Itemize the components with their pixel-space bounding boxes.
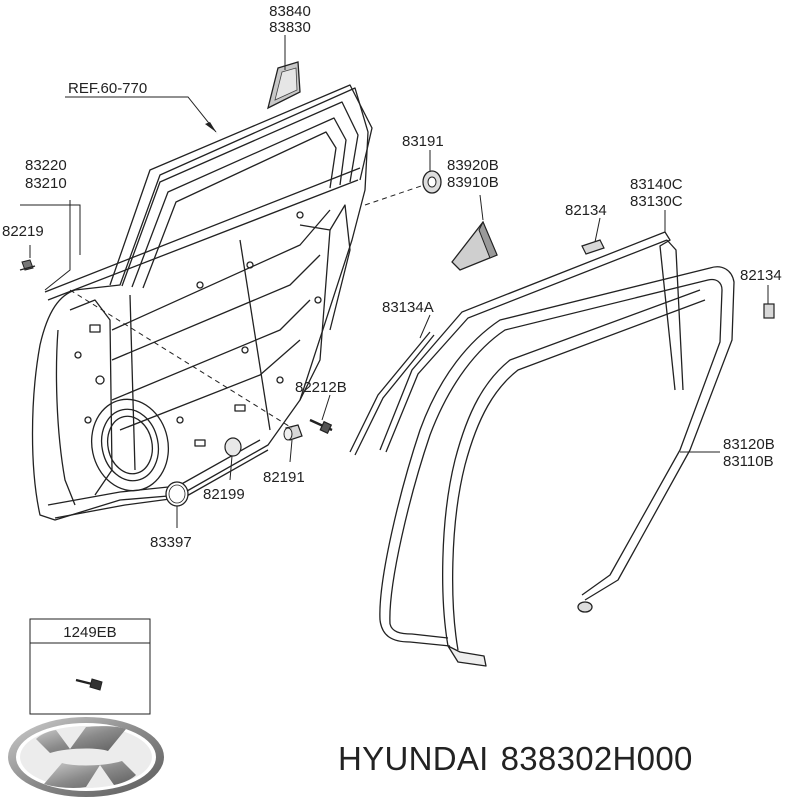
callout-83840: 83840 (269, 3, 311, 20)
leader-lines (20, 35, 769, 528)
hyundai-logo-icon (8, 717, 164, 797)
callout-83210: 83210 (25, 175, 67, 192)
grommet-83191 (422, 170, 442, 194)
delta-cover-83920b (451, 220, 498, 271)
brand-footer: HYUNDAI 838302H000 (338, 740, 798, 778)
clip-82134-top (581, 239, 605, 255)
callout-83134a: 83134A (382, 299, 434, 316)
brand-name: HYUNDAI (338, 740, 489, 777)
callout-83120b: 83120B (723, 436, 775, 453)
callout-83910b: 83910B (447, 174, 499, 191)
legend-box-1249eb: 1249EB (29, 618, 151, 715)
cap-82191 (283, 424, 303, 441)
callout-82199: 82199 (203, 486, 245, 503)
plug-83397 (165, 481, 189, 507)
weatherstrip-83140c (379, 231, 684, 453)
bolt-82212b (309, 418, 333, 435)
trim-strip-83134a (349, 331, 435, 456)
callout-83110b: 83110B (723, 453, 774, 470)
callout-83397: 83397 (150, 534, 192, 551)
legend-part-label: 1249EB (63, 624, 116, 641)
callout-83191: 83191 (402, 133, 444, 150)
callout-82191: 82191 (263, 469, 305, 486)
clip-82134-right (763, 303, 775, 319)
door-panel (31, 84, 373, 521)
clip-82219 (19, 259, 36, 271)
ref-arrow-head (205, 122, 218, 135)
callout-83920b: 83920B (447, 157, 499, 174)
plug-82199 (224, 437, 242, 457)
callout-82212b: 82212B (295, 379, 347, 396)
callout-83830: 83830 (269, 19, 311, 36)
callout-83140c: 83140C (630, 176, 683, 193)
part-number: 838302H000 (500, 740, 693, 777)
callout-83130c: 83130C (630, 193, 683, 210)
callout-ref-60-770: REF.60-770 (68, 80, 147, 97)
callout-labels: 83840 83830 REF.60-770 83220 83210 82219… (2, 3, 782, 551)
callout-83220: 83220 (25, 157, 67, 174)
callout-82219: 82219 (2, 223, 44, 240)
screw-icon (75, 678, 103, 691)
corner-garnish-83840 (267, 61, 301, 110)
door-seal-83120b (379, 266, 735, 667)
callout-82134-right: 82134 (740, 267, 782, 284)
callout-82134-top: 82134 (565, 202, 607, 219)
